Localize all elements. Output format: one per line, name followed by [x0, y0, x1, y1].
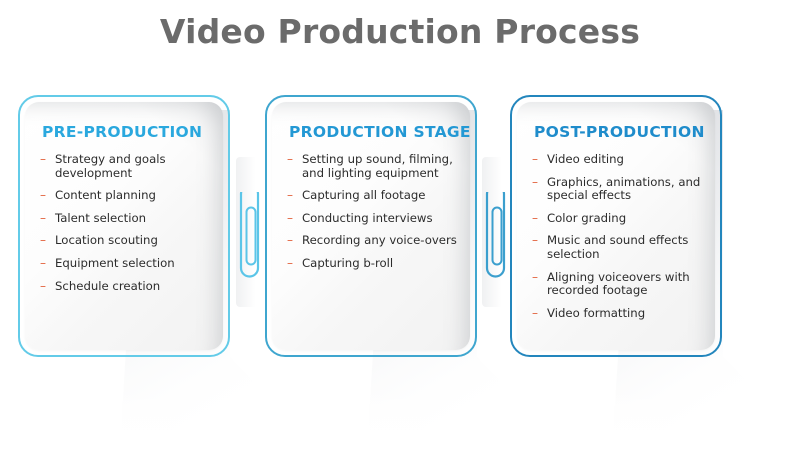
list-item-label: Recording any voice-overs: [302, 233, 457, 248]
list-item: –Recording any voice-overs: [287, 234, 459, 248]
dash-bullet-icon: –: [287, 210, 293, 225]
list-item-label: Setting up sound, filming, and lighting …: [302, 152, 453, 180]
paperclip-connector-1: [232, 157, 266, 307]
list-item: –Capturing all footage: [287, 188, 459, 203]
list-item: –Aligning voiceovers with recorded foota…: [532, 269, 704, 298]
list-item: –Talent selection: [40, 210, 212, 226]
list-item-label: Location scouting: [55, 233, 158, 248]
card-item-list: –Video editing –Graphics, animations, an…: [532, 152, 704, 321]
paperclip-icon: [239, 184, 260, 278]
dash-bullet-icon: –: [532, 210, 538, 225]
dash-bullet-icon: –: [287, 233, 293, 248]
list-item-label: Strategy and goals development: [55, 152, 166, 180]
card-heading: PRE-PRODUCTION: [42, 123, 203, 141]
list-item-label: Conducting interviews: [302, 210, 433, 225]
dash-bullet-icon: –: [532, 269, 538, 284]
list-item: –Equipment selection: [40, 255, 212, 271]
dash-bullet-icon: –: [532, 174, 538, 189]
list-item: –Video editing: [532, 152, 704, 167]
dash-bullet-icon: –: [40, 210, 46, 225]
card-heading: POST-PRODUCTION: [534, 123, 705, 141]
stage-card-post-production[interactable]: POST-PRODUCTION –Video editing –Graphics…: [510, 95, 722, 357]
list-item-label: Schedule creation: [55, 278, 161, 293]
list-item-label: Capturing b-roll: [302, 255, 394, 270]
card-content: PRODUCTION STAGE –Setting up sound, film…: [267, 97, 475, 271]
paperclip-connector-2: [478, 157, 512, 307]
dash-bullet-icon: –: [287, 255, 293, 270]
list-item: –Graphics, animations, and special effec…: [532, 174, 704, 203]
stage-card-production-stage[interactable]: PRODUCTION STAGE –Setting up sound, film…: [265, 95, 477, 357]
card-item-list: –Strategy and goals development –Content…: [40, 152, 212, 294]
card-content: POST-PRODUCTION –Video editing –Graphics…: [512, 97, 720, 320]
list-item-label: Content planning: [55, 188, 156, 203]
dash-bullet-icon: –: [287, 188, 293, 203]
dash-bullet-icon: –: [40, 233, 46, 248]
dash-bullet-icon: –: [532, 152, 538, 166]
stage-card-pre-production[interactable]: PRE-PRODUCTION –Strategy and goals devel…: [18, 95, 230, 357]
list-item-label: Graphics, animations, and special effect…: [547, 174, 701, 203]
list-item-label: Capturing all footage: [302, 188, 426, 203]
list-item: –Content planning: [40, 188, 212, 203]
page-title: Video Production Process: [159, 12, 641, 51]
card-content: PRE-PRODUCTION –Strategy and goals devel…: [20, 97, 228, 293]
list-item-label: Color grading: [547, 210, 627, 225]
list-item: –Setting up sound, filming, and lighting…: [287, 152, 459, 180]
list-item-label: Equipment selection: [55, 255, 175, 270]
list-item: –Conducting interviews: [287, 210, 459, 226]
dash-bullet-icon: –: [40, 255, 46, 270]
dash-bullet-icon: –: [287, 152, 293, 166]
list-item-label: Aligning voiceovers with recorded footag…: [547, 269, 690, 298]
card-item-list: –Setting up sound, filming, and lighting…: [287, 152, 459, 271]
list-item: –Video formatting: [532, 305, 704, 321]
list-item-label: Video editing: [547, 152, 624, 166]
card-heading: PRODUCTION STAGE: [289, 123, 471, 141]
dash-bullet-icon: –: [40, 188, 46, 203]
list-item-label: Talent selection: [55, 210, 147, 225]
dash-bullet-icon: –: [40, 278, 46, 293]
dash-bullet-icon: –: [532, 305, 538, 320]
list-item-label: Video formatting: [547, 305, 646, 320]
list-item: –Music and sound effects selection: [532, 234, 704, 261]
paperclip-icon: [485, 184, 506, 278]
list-item: –Strategy and goals development: [40, 152, 212, 180]
dash-bullet-icon: –: [40, 152, 46, 166]
list-item: –Schedule creation: [40, 278, 212, 294]
list-item: –Capturing b-roll: [287, 255, 459, 271]
list-item-label: Music and sound effects selection: [547, 233, 689, 261]
dash-bullet-icon: –: [532, 233, 538, 248]
list-item: –Location scouting: [40, 234, 212, 248]
list-item: –Color grading: [532, 210, 704, 226]
